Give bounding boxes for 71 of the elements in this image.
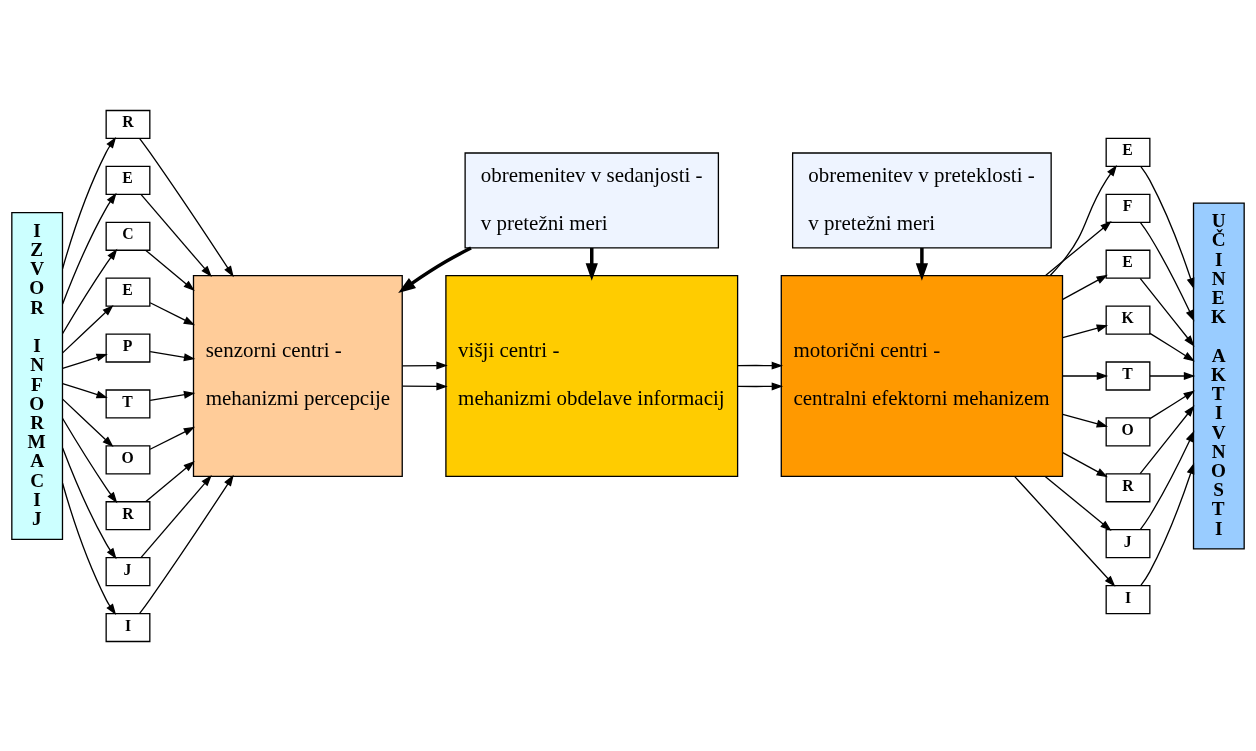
node-box: E xyxy=(1105,249,1151,279)
node-box: obremenitev v preteklosti - v pretežni meri xyxy=(791,151,1052,249)
arrow xyxy=(61,446,117,559)
node-box: I xyxy=(105,612,151,642)
arrow xyxy=(736,361,784,370)
node-box: P xyxy=(105,332,151,363)
arrow xyxy=(149,426,196,450)
node-box: E xyxy=(105,277,151,307)
node-box: R xyxy=(1105,472,1151,502)
arrow xyxy=(1149,332,1195,362)
arrow xyxy=(1149,389,1195,419)
arrow xyxy=(1140,165,1195,289)
node-box: R xyxy=(105,500,151,530)
node-box: T xyxy=(1105,360,1151,391)
arrow xyxy=(1062,371,1109,380)
arrow xyxy=(1139,404,1195,474)
arrow xyxy=(61,353,108,369)
node-box: motorični centri - centralni efektorni mehanizem xyxy=(780,274,1064,477)
arrow xyxy=(140,474,212,558)
node-box: O xyxy=(1105,416,1151,447)
arrow xyxy=(1045,220,1112,276)
node-box: F xyxy=(1105,193,1151,223)
arrow xyxy=(149,301,196,325)
arrow xyxy=(1062,451,1108,477)
node-box: J xyxy=(1105,528,1151,558)
arrow xyxy=(61,398,114,447)
arrow xyxy=(61,482,117,615)
arrow xyxy=(1139,277,1195,347)
arrow xyxy=(140,193,212,277)
arrow xyxy=(585,247,598,281)
arrow xyxy=(61,304,114,353)
node-box: E xyxy=(1105,137,1151,167)
arrow xyxy=(736,381,784,390)
arrow xyxy=(401,382,448,390)
arrow xyxy=(1149,371,1196,380)
arrow xyxy=(61,417,118,503)
node-box: C xyxy=(105,221,151,251)
arrow xyxy=(139,137,234,277)
node-box: višji centri - mehanizmi obdelave informacij xyxy=(445,274,739,477)
node-box: senzorni centri - mehanizmi percepcije xyxy=(192,274,403,477)
arrow xyxy=(61,192,117,305)
node-box: O xyxy=(105,444,151,474)
node-box: K xyxy=(1105,304,1151,335)
node-box: I xyxy=(1105,584,1151,614)
arrow xyxy=(145,249,195,291)
arrow xyxy=(1014,475,1116,587)
arrow xyxy=(1062,413,1109,427)
arrow xyxy=(1062,324,1109,338)
arrow xyxy=(149,350,196,361)
arrow xyxy=(61,136,117,269)
node-box: obremenitev v sedanjosti - v pretežni meri xyxy=(464,151,720,249)
arrow xyxy=(398,246,472,293)
arrow xyxy=(145,460,195,502)
arrow xyxy=(1044,475,1112,531)
arrow xyxy=(139,474,234,614)
node-box: J xyxy=(105,556,151,586)
node-box: R xyxy=(105,109,151,139)
arrow xyxy=(149,390,196,401)
arrow xyxy=(61,382,108,398)
arrow xyxy=(1139,430,1195,530)
arrow xyxy=(1049,164,1117,276)
arrow xyxy=(1139,221,1195,321)
arrow xyxy=(915,247,928,281)
arrow xyxy=(1140,462,1195,586)
arrow xyxy=(61,248,118,334)
arrow xyxy=(401,361,448,369)
node-box: IZVOR INFORMACIJ xyxy=(11,211,64,540)
node-box: E xyxy=(105,165,151,195)
arrow xyxy=(1062,274,1108,300)
node-box: T xyxy=(105,388,151,419)
node-box: UČINEK AKTIVNOSTI xyxy=(1192,201,1245,550)
